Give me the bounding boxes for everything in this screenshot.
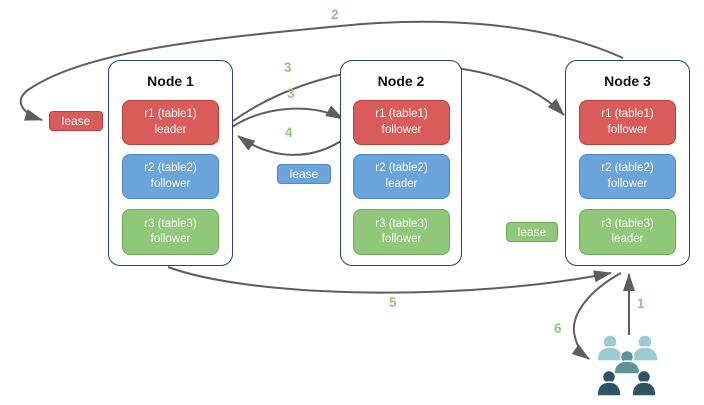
- node-2-title: Node 2: [377, 73, 425, 89]
- node-1-title: Node 1: [147, 73, 194, 89]
- step-label-3b: 3: [287, 86, 295, 101]
- node-1: Node 1 r1 (table1) leader r2 (table2) fo…: [108, 60, 233, 266]
- replica-label: r1 (table1): [144, 108, 197, 121]
- replica-label: r2 (table2): [601, 162, 654, 175]
- lease-badge-table3: lease: [506, 222, 558, 242]
- node-1-replica-r2: r2 (table2) follower: [122, 154, 219, 199]
- replica-role: follower: [607, 123, 648, 136]
- arrow-step-2: [19, 20, 624, 121]
- step-label-6: 6: [554, 321, 562, 336]
- node-2: Node 2 r1 (table1) follower r2 (table2) …: [340, 60, 462, 266]
- node-1-replica-r1: r1 (table1) leader: [122, 100, 219, 145]
- arrow-step-5: [167, 266, 612, 294]
- node-2-replica-r2: r2 (table2) leader: [353, 154, 450, 199]
- node-3-replica-r2: r2 (table2) follower: [579, 154, 676, 199]
- replica-label: r1 (table1): [601, 108, 654, 121]
- replica-label: r1 (table1): [375, 108, 428, 121]
- users-icon: [596, 334, 659, 397]
- replica-role: follower: [150, 233, 191, 245]
- node-1-replica-r3: r3 (table3) follower: [122, 209, 219, 255]
- replica-role: follower: [150, 177, 191, 190]
- arrow-step-4: [237, 135, 348, 156]
- step-label-3a: 3: [284, 60, 292, 75]
- node-3-title: Node 3: [604, 73, 651, 89]
- replica-label: r3 (table3): [375, 217, 428, 230]
- replica-role: follower: [381, 123, 422, 136]
- lease-badge-table1: lease: [49, 111, 103, 131]
- replica-label: r3 (table3): [601, 217, 654, 230]
- replica-role: follower: [381, 233, 422, 245]
- replica-role: leader: [154, 123, 187, 136]
- arrow-step-3-to-node2: [231, 105, 344, 128]
- arrow-step-6: [571, 272, 622, 360]
- node-3: Node 3 r1 (table1) follower r2 (table2) …: [565, 60, 690, 266]
- replica-role: leader: [385, 177, 418, 190]
- step-label-1: 1: [637, 296, 645, 311]
- replica-role: leader: [611, 233, 644, 245]
- node-2-replica-r3: r3 (table3) follower: [353, 209, 450, 255]
- step-label-5: 5: [389, 295, 397, 310]
- lease-badge-table2: lease: [277, 164, 331, 184]
- step-label-2: 2: [331, 7, 339, 22]
- node-2-replica-r1: r1 (table1) follower: [353, 100, 450, 145]
- replica-label: r2 (table2): [375, 162, 428, 175]
- replica-role: follower: [607, 177, 648, 190]
- replica-label: r3 (table3): [144, 217, 197, 230]
- node-3-replica-r1: r1 (table1) follower: [579, 100, 676, 145]
- node-3-replica-r3: r3 (table3) leader: [579, 209, 676, 255]
- replica-label: r2 (table2): [144, 162, 197, 175]
- step-label-4: 4: [285, 125, 293, 140]
